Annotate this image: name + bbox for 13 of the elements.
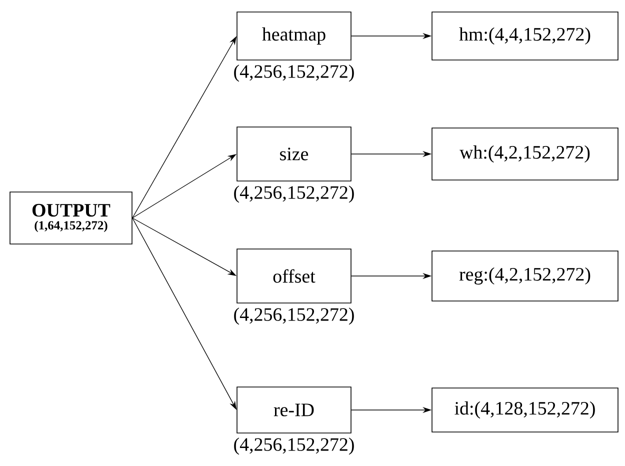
shape-caption: (4,256,152,272) (234, 186, 354, 203)
result-box: wh:(4,2,152,272) (432, 128, 618, 180)
process-box: size (236, 126, 352, 182)
process-box: heatmap (236, 12, 352, 60)
process-box: re-ID (236, 386, 352, 434)
result-box: id:(4,128,152,272) (432, 388, 618, 432)
output-box: OUTPUT (1,64,152,272) (10, 192, 132, 244)
result-box: hm:(4,4,152,272) (432, 12, 618, 60)
shape-caption: (4,256,152,272) (234, 308, 354, 325)
process-box: offset (236, 248, 352, 304)
shape-caption: (4,256,152,272) (234, 64, 354, 82)
shape-caption: (4,256,152,272) (234, 438, 354, 455)
result-box: reg:(4,2,152,272) (432, 250, 618, 302)
